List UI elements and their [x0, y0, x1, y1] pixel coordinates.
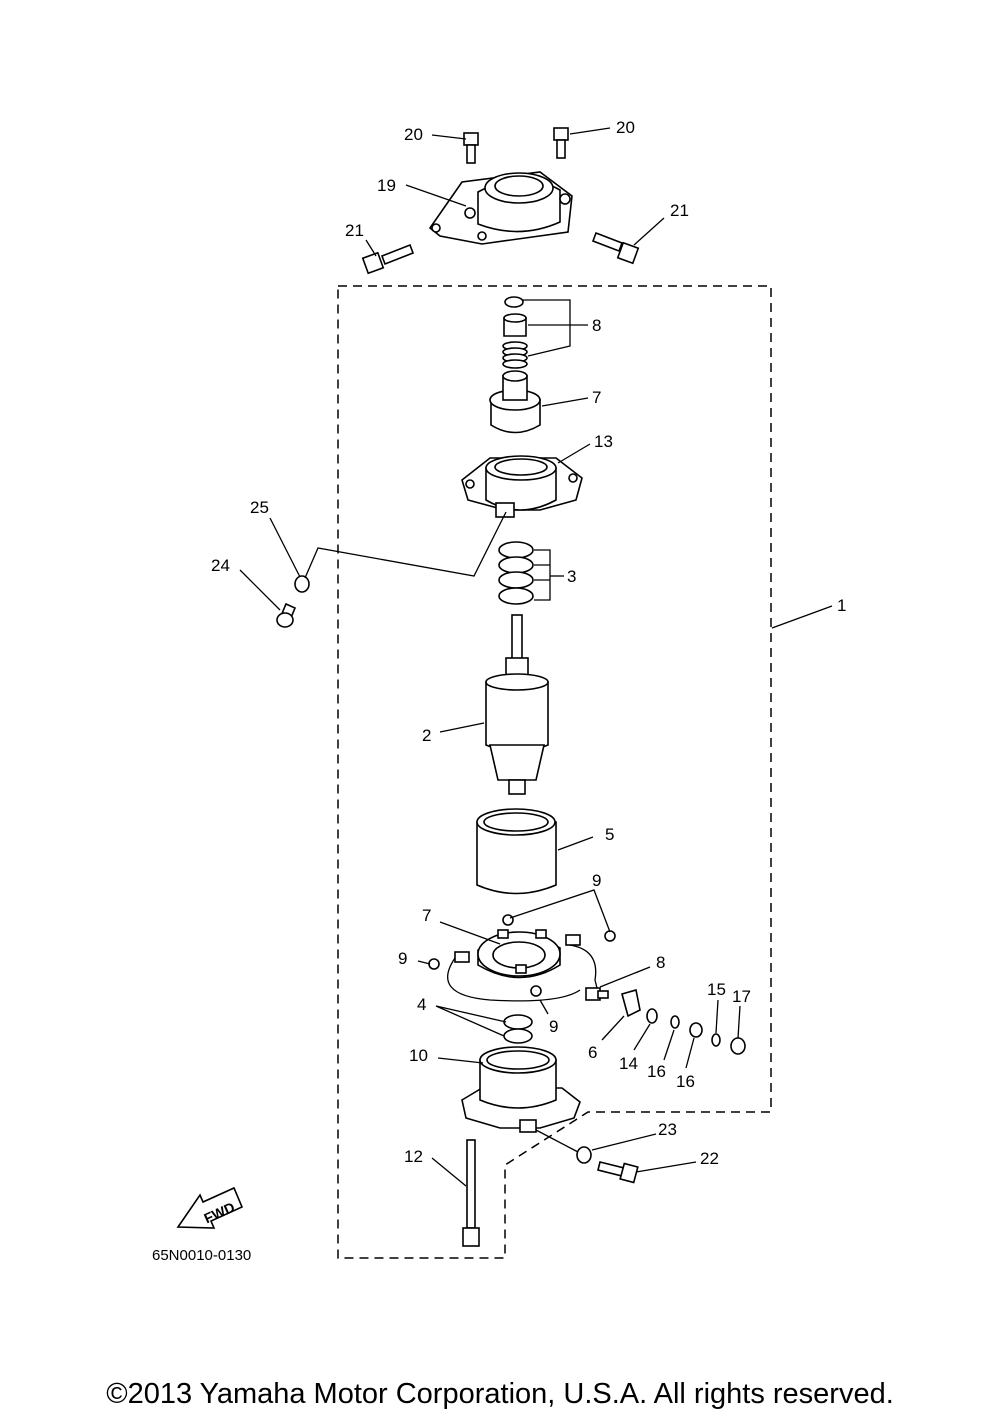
clip-stopper-spring-part-12 — [502, 296, 528, 369]
callout-14: 12 — [404, 1147, 423, 1166]
washer-part-15 — [646, 1008, 658, 1024]
callout-13: 13 — [594, 432, 613, 451]
callout-8: 8 — [656, 953, 665, 972]
bolt-part-22 — [597, 1161, 639, 1184]
callout-3: 3 — [567, 567, 576, 586]
screw-part-9-right — [604, 930, 616, 942]
bolt-part-20-left — [463, 132, 479, 164]
washers-part-3 — [498, 541, 534, 605]
washer-part-16-a — [670, 1015, 680, 1029]
brush-holder-part-7 — [447, 929, 601, 1002]
through-bolt-part-14 — [462, 1139, 480, 1247]
bolt-part-24 — [276, 602, 297, 628]
callout-16-bottom: 16 — [647, 1062, 666, 1081]
callout-4: 4 — [417, 995, 426, 1014]
washers-part-4 — [503, 1014, 533, 1044]
callout-18: 17 — [732, 987, 751, 1006]
screw-part-9-bottom — [530, 985, 542, 997]
assembly-boundary — [337, 285, 772, 1259]
drawing-code: 65N0010-0130 — [152, 1247, 251, 1264]
callout-23: 23 — [658, 1120, 677, 1139]
callout-12: 8 — [592, 316, 601, 335]
washer-part-23 — [576, 1146, 592, 1164]
callout-21-left: 21 — [345, 221, 364, 240]
yoke-part-5 — [476, 808, 557, 895]
pinion-gear-part-11 — [489, 370, 541, 434]
callout-9-left: 9 — [398, 949, 407, 968]
callout-19: 19 — [377, 176, 396, 195]
upper-bracket-part-19 — [428, 171, 573, 245]
callout-9-bottom: 9 — [549, 1017, 558, 1036]
washer-part-16-b — [711, 1033, 721, 1047]
callout-10: 10 — [409, 1046, 428, 1065]
callout-17: 16 — [676, 1072, 695, 1091]
callout-20-left: 20 — [404, 125, 423, 144]
callout-24: 24 — [211, 556, 230, 575]
callout-5: 5 — [605, 825, 614, 844]
forward-direction-arrow: FWD — [176, 1186, 244, 1229]
rear-cover-part-10 — [461, 1046, 581, 1133]
callout-15: 14 — [619, 1054, 638, 1073]
callout-2: 2 — [422, 726, 431, 745]
callout-1: 1 — [837, 596, 846, 615]
bolt-part-20-right — [553, 127, 569, 159]
bolt-part-21-left — [361, 243, 415, 275]
copyright-notice: ©2013 Yamaha Motor Corporation, U.S.A. A… — [106, 1378, 894, 1410]
callout-16-top: 15 — [707, 980, 726, 999]
bolt-part-21-right — [591, 231, 640, 265]
front-cover-part-13 — [461, 455, 583, 518]
callout-25: 25 — [250, 498, 269, 517]
callout-9-top: 9 — [592, 871, 601, 890]
callout-6: 6 — [588, 1043, 597, 1062]
washer-part-25 — [294, 575, 310, 593]
callout-7: 7 — [422, 906, 431, 925]
callout-11: 7 — [592, 388, 601, 407]
armature-part-2 — [485, 614, 549, 795]
leader-lines — [239, 127, 833, 1187]
nut-part-18 — [730, 1037, 746, 1055]
callout-22: 22 — [700, 1149, 719, 1168]
screw-part-9-left — [428, 958, 440, 970]
nut-part-17 — [689, 1022, 703, 1038]
callout-21-right: 21 — [670, 201, 689, 220]
callout-20-right: 20 — [616, 118, 635, 137]
screw-part-9-top — [502, 914, 514, 926]
terminal-bolt-part-8 — [585, 987, 609, 1001]
terminal-part-6 — [621, 988, 641, 1018]
